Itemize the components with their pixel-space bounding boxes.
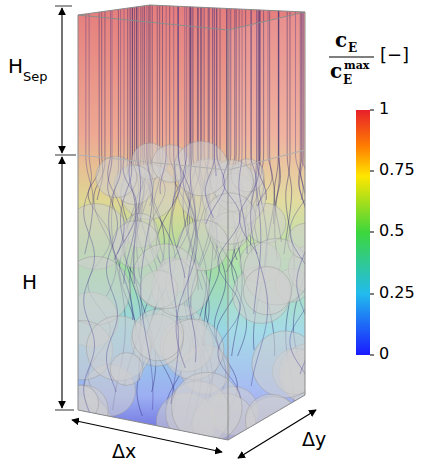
colorbar-tick-label: 1 — [379, 101, 389, 117]
streamline — [141, 2, 153, 410]
streamline — [160, 2, 166, 194]
dimension-arrow — [61, 8, 62, 153]
streamline — [257, 2, 267, 200]
dimension-arrow — [61, 157, 62, 408]
separator-boundary — [78, 150, 305, 170]
box-edge — [78, 12, 305, 30]
dimension-tick — [55, 6, 72, 7]
colorbar-superscript: max — [344, 60, 369, 71]
streamline — [169, 2, 178, 404]
colorbar-tick-label: 0.75 — [379, 162, 415, 178]
streamline — [240, 2, 258, 254]
particle-sphere — [63, 385, 98, 420]
colorbar-subscript: E — [348, 42, 357, 54]
streamline — [206, 2, 225, 224]
fraction-bar — [329, 56, 374, 57]
streamline — [257, 2, 272, 206]
streamline — [120, 2, 131, 242]
colorbar-tick — [370, 171, 374, 172]
streamline — [205, 2, 214, 218]
colorbar-tick-label: 0.5 — [379, 223, 404, 239]
dimension-label: H — [8, 56, 23, 76]
streamline — [176, 2, 197, 368]
dimension-subscript: Sep — [23, 70, 48, 83]
dimension-label: Δy — [302, 430, 326, 449]
particle-sphere — [288, 223, 324, 259]
streamline — [218, 2, 241, 398]
colorbar-symbol: c — [335, 30, 347, 50]
streamline — [109, 2, 133, 320]
streamline — [239, 2, 247, 254]
particle-sphere — [133, 244, 198, 309]
microstructure — [49, 2, 340, 460]
particle-sphere — [252, 331, 319, 398]
streamline — [114, 2, 137, 260]
streamline — [108, 2, 124, 254]
streamline — [274, 2, 281, 224]
colorbar-tick — [370, 232, 374, 233]
colorbar-subscript: E — [343, 74, 352, 86]
colorbar-tick — [370, 110, 374, 111]
particle-sphere — [110, 353, 143, 386]
particle-sphere — [172, 372, 243, 443]
box-edges — [78, 5, 305, 440]
streamline — [84, 2, 95, 422]
dimension-tick — [55, 410, 74, 411]
colorbar-unit: [−] — [380, 46, 409, 64]
streamline — [172, 2, 185, 278]
dimension-arrow — [72, 420, 222, 452]
dimension-label: H — [22, 272, 37, 292]
colorbar-symbol: c — [330, 61, 342, 81]
particle-sphere — [132, 309, 184, 361]
box-outline — [78, 5, 305, 440]
streamline — [124, 2, 136, 284]
colorbar-tick-label: 0 — [379, 346, 389, 362]
colorbar-tick-label: 0.25 — [379, 285, 415, 301]
streamline — [134, 2, 141, 284]
box-edge — [228, 30, 229, 440]
streamline — [290, 2, 314, 410]
streamline — [251, 2, 268, 386]
dimension-label: Δx — [112, 442, 136, 461]
streamline — [254, 2, 261, 314]
colorbar-tick — [370, 294, 374, 295]
streamline — [85, 2, 93, 254]
colorbar-tick — [370, 355, 374, 356]
dimension-lines — [55, 6, 316, 458]
streamline — [188, 2, 196, 362]
dimension-tick — [55, 155, 76, 156]
colorbar — [356, 110, 370, 355]
